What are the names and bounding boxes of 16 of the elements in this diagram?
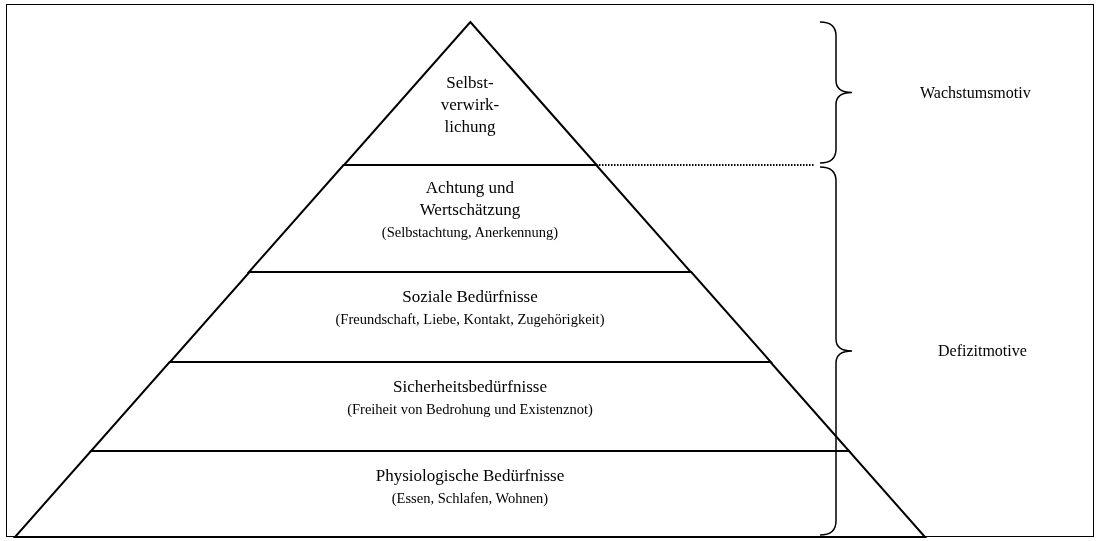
brace-label: Wachstumsmotiv bbox=[920, 84, 1031, 102]
level-title: Physiologische Bedürfnisse bbox=[374, 465, 566, 487]
pyramid-level bbox=[90, 362, 849, 451]
brace-label: Defizitmotive bbox=[938, 342, 1027, 360]
level-title: Soziale Bedürfnisse bbox=[401, 286, 539, 308]
pyramid-level bbox=[15, 451, 925, 537]
level-title: Achtung und Wertschätzung bbox=[418, 177, 522, 221]
level-title: Selbst- verwirk- lichung bbox=[439, 72, 501, 138]
level-description: (Freiheit von Bedrohung und Existenznot) bbox=[347, 400, 593, 419]
level-title: Sicherheitsbedürfnisse bbox=[392, 376, 548, 398]
level-description: (Freundschaft, Liebe, Kontakt, Zugehörigkeit) bbox=[335, 310, 605, 329]
level-description: (Essen, Schlafen, Wohnen) bbox=[391, 489, 549, 508]
pyramid-level bbox=[343, 22, 597, 165]
pyramid-level bbox=[169, 272, 771, 362]
level-description: (Selbstachtung, Anerkennung) bbox=[381, 223, 559, 242]
pyramid-level bbox=[249, 165, 691, 272]
